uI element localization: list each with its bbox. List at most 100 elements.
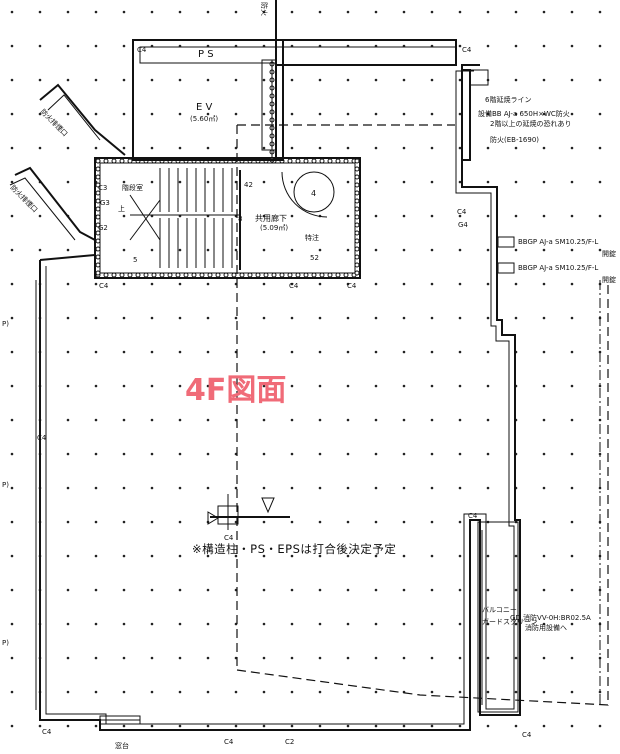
- grid-dot: [346, 486, 350, 490]
- grid-dot: [430, 588, 434, 592]
- grid-dot: [346, 180, 350, 184]
- grid-dot: [346, 384, 350, 388]
- grid-dot: [94, 588, 98, 592]
- pipe-box-2: [497, 262, 515, 274]
- grid-dot: [514, 146, 518, 150]
- grid-dot: [178, 622, 182, 626]
- grid-dot: [318, 316, 322, 320]
- grid-dot: [346, 112, 350, 116]
- wall-bead: [354, 206, 360, 212]
- grid-dot: [514, 248, 518, 252]
- grid-dot: [10, 10, 14, 14]
- grid-dot: [542, 384, 546, 388]
- grid-dot: [10, 248, 14, 252]
- wall-bead: [327, 272, 333, 278]
- grid-dot: [598, 44, 602, 48]
- grid-dot: [374, 316, 378, 320]
- grid-dot: [150, 520, 154, 524]
- grid-dot: [374, 588, 378, 592]
- grid-dot: [486, 384, 490, 388]
- grid-dot: [486, 146, 490, 150]
- grid-dot: [402, 316, 406, 320]
- grid-dot: [122, 588, 126, 592]
- wall-bead: [159, 272, 165, 278]
- grid-dot: [66, 78, 70, 82]
- wall-bead: [95, 254, 101, 260]
- wall-bead: [295, 272, 301, 278]
- grid-dot: [178, 520, 182, 524]
- grid-dot: [234, 690, 238, 694]
- grid-dot: [122, 146, 126, 150]
- grid-dot: [10, 452, 14, 456]
- wall-bead: [95, 158, 101, 164]
- grid-dot: [514, 44, 518, 48]
- grid-dot: [122, 10, 126, 14]
- grid-dot: [122, 316, 126, 320]
- grid-dot: [374, 282, 378, 286]
- grid-dot: [38, 724, 42, 728]
- grid-dot: [66, 724, 70, 728]
- grid-dot: [374, 384, 378, 388]
- grid-dot: [486, 724, 490, 728]
- ps-label: P S: [198, 49, 214, 60]
- grid-dot: [570, 180, 574, 184]
- grid-dot: [542, 78, 546, 82]
- grid-dot: [94, 282, 98, 286]
- grid-dot: [430, 112, 434, 116]
- grid-dot: [542, 520, 546, 524]
- grid-dot: [402, 214, 406, 218]
- grid-dot: [178, 724, 182, 728]
- wall-bead: [354, 270, 360, 276]
- column-code-label: C4: [137, 46, 147, 54]
- grid-dot: [570, 282, 574, 286]
- grid-dot: [542, 10, 546, 14]
- grid-dot: [598, 112, 602, 116]
- column-code-label: C4: [522, 731, 532, 739]
- wall-bead: [103, 158, 109, 164]
- grid-dot: [10, 520, 14, 524]
- grid-dot: [430, 554, 434, 558]
- grid-dot: [206, 724, 210, 728]
- grid-dot: [458, 418, 462, 422]
- grid-dot: [122, 282, 126, 286]
- grid-dot: [430, 78, 434, 82]
- column-marker: [207, 494, 290, 530]
- grid-dot: [38, 146, 42, 150]
- grid-dot: [94, 384, 98, 388]
- grid-dot: [262, 384, 266, 388]
- wall-bead: [95, 206, 101, 212]
- grid-dot: [514, 112, 518, 116]
- wall-bead: [111, 272, 117, 278]
- grid-dot: [458, 214, 462, 218]
- wall-bead: [319, 158, 325, 164]
- grid-dot: [430, 146, 434, 150]
- wall-bead: [95, 262, 101, 268]
- left-mark-1: P): [2, 320, 9, 328]
- grid-dot: [206, 316, 210, 320]
- grid-dot: [458, 520, 462, 524]
- grid-dot: [178, 248, 182, 252]
- vent-hood: [470, 69, 489, 86]
- grid-dot: [290, 180, 294, 184]
- grid-dot: [66, 282, 70, 286]
- grid-dot: [598, 724, 602, 728]
- grid-dot: [94, 44, 98, 48]
- grid-dot: [486, 214, 490, 218]
- wall-bead: [354, 158, 360, 164]
- grid-dot: [318, 656, 322, 660]
- grid-dot: [458, 690, 462, 694]
- grid-dot: [542, 486, 546, 490]
- grid-dot: [94, 350, 98, 354]
- wall-bead: [354, 166, 360, 172]
- grid-dot: [38, 10, 42, 14]
- grid-dot: [598, 180, 602, 184]
- wall-bead: [287, 158, 293, 164]
- wall-bead: [191, 272, 197, 278]
- grid-dot: [262, 486, 266, 490]
- grid-dot: [38, 214, 42, 218]
- grid-dot: [262, 554, 266, 558]
- grid-dot: [10, 690, 14, 694]
- grid-dot: [66, 384, 70, 388]
- grid-dot: [402, 486, 406, 490]
